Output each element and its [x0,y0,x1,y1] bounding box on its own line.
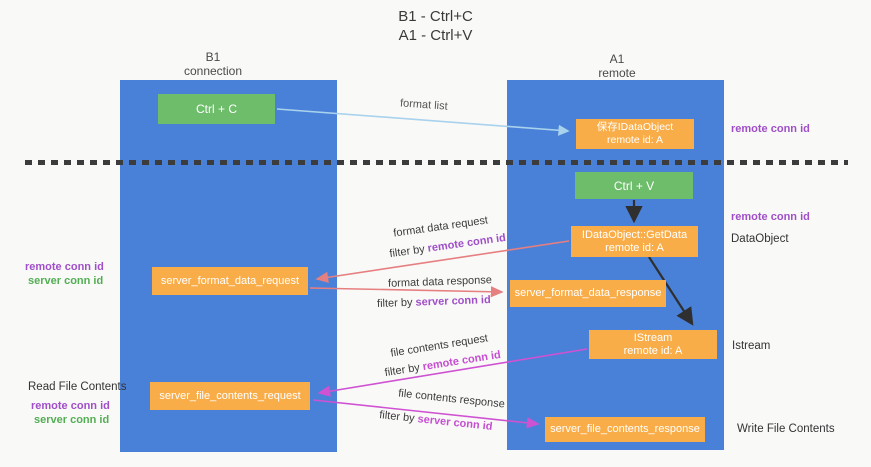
getdata-line2: remote id: A [605,241,664,254]
lane-header-a1: A1 remote [537,52,697,80]
filter-by-text: filter by [388,242,429,261]
node-server-file-contents-request: server_file_contents_request [150,382,310,410]
annotation-server-conn-id-left2: server conn id [34,414,110,426]
edge-label-format-list: format list [399,97,449,113]
server-conn-id-text: server conn id [416,413,494,433]
annotation-remote-conn-id-top: remote conn id [731,123,810,135]
lane-header-b1: B1 connection [133,50,293,78]
istream-line2: remote id: A [623,344,683,357]
ctrl-v-label: Ctrl + V [613,178,655,193]
server-file-contents-response-label: server_file_contents_response [550,423,700,435]
annotation-remote-conn-id-left2: remote conn id [31,400,110,412]
edge-label-file-contents-response: file contents response [397,387,506,411]
annotation-remote-conn-id-mid: remote conn id [731,211,810,223]
node-idataobject-store: 保存IDataObject remote id: A [576,119,694,149]
node-istream: IStream remote id: A [589,330,717,359]
lane-a1-subtitle: remote [598,66,636,80]
node-server-format-data-request: server_format_data_request [152,267,308,295]
remote-conn-id-text: remote conn id [426,231,507,255]
annotation-read-file-contents: Read File Contents [28,381,127,393]
filter-by-text: filter by [383,361,424,380]
getdata-line1: IDataObject::GetData [581,228,688,241]
istream-line1: IStream [633,331,673,344]
node-ctrl-c: Ctrl + C [158,94,275,124]
server-format-data-response-label: server_format_data_response [514,287,662,299]
annotation-server-conn-id-left1: server conn id [28,275,104,287]
annotation-remote-conn-id-left1: remote conn id [25,261,104,273]
title-line-2: A1 - Ctrl+V [398,27,473,44]
idataobject-store-line1: 保存IDataObject [596,121,674,133]
lane-b1-subtitle: connection [183,64,243,78]
idataobject-store-line2: remote id: A [606,134,664,146]
node-idataobject-getdata: IDataObject::GetData remote id: A [571,226,698,257]
node-server-format-data-response: server_format_data_response [510,280,666,307]
annotation-istream: Istream [732,340,771,352]
diagram-title: B1 - Ctrl+C A1 - Ctrl+V [0,7,871,45]
server-format-data-request-label: server_format_data_request [160,274,300,287]
filter-by-text: filter by [376,296,416,310]
server-file-contents-request-label: server_file_contents_request [159,389,301,402]
annotation-write-file-contents: Write File Contents [737,423,835,435]
edge-label-format-data-response: format data response [387,274,493,290]
session-divider-line [25,160,848,165]
server-conn-id-text: server conn id [415,294,491,309]
node-ctrl-v: Ctrl + V [575,172,693,199]
lane-a1-name: A1 [609,52,625,66]
node-server-file-contents-response: server_file_contents_response [545,417,705,442]
annotation-dataobject: DataObject [731,233,789,245]
edge-label-filter-server-1: filter by server conn id [377,294,491,310]
ctrl-c-label: Ctrl + C [195,102,237,116]
lane-b1-name: B1 [205,50,221,64]
filter-by-text: filter by [378,409,419,426]
title-line-1: B1 - Ctrl+C [398,8,473,25]
edge-label-filter-server-2: filter by server conn id [379,409,493,433]
